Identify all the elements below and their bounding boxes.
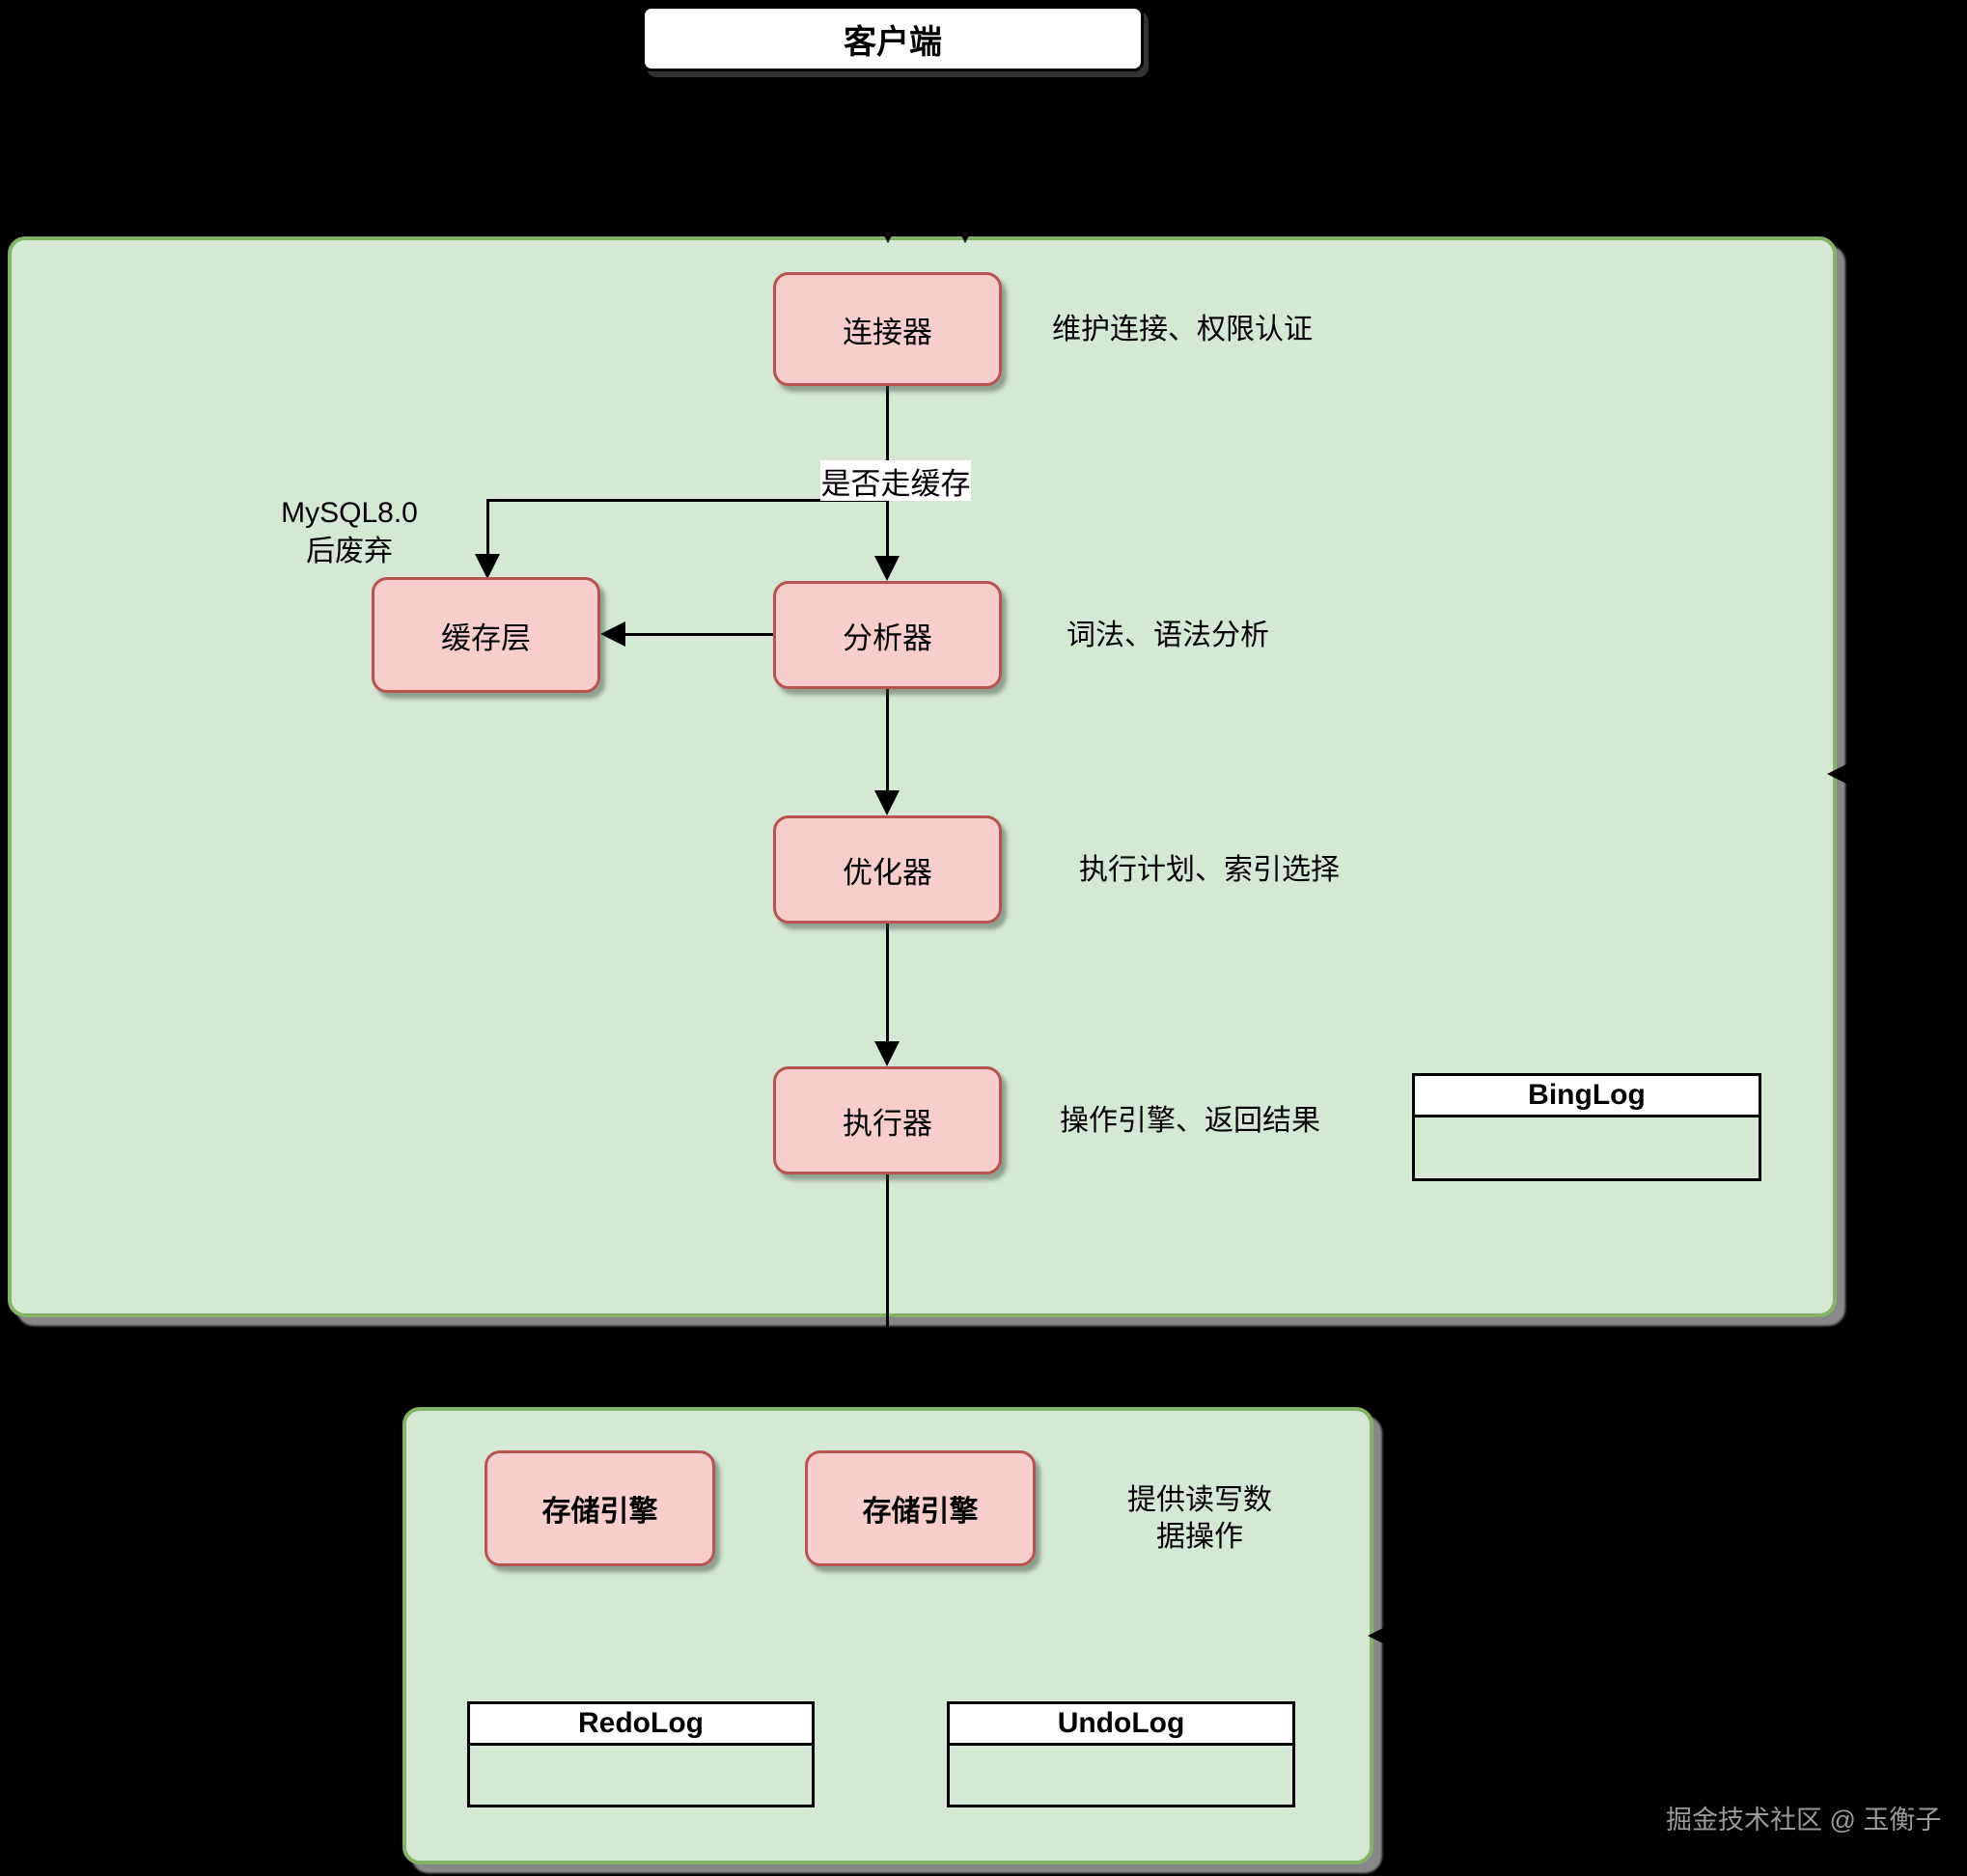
storage-note-line2: 据操作 [1156,1521,1243,1553]
cache-deprecated-line1: MySQL8.0 [281,497,418,529]
cache-deprecated-note: MySQL8.0 后废弃 [253,494,446,571]
analyzer-note: 词法、语法分析 [1067,620,1269,651]
storage-engine-right-node: 存储引擎 [805,1450,1036,1566]
branch-arrowhead [475,554,500,579]
undolog-header: UndoLog [950,1704,1292,1746]
optimizer-note: 执行计划、索引选择 [1079,854,1340,886]
analyzer-node: 分析器 [773,581,1002,689]
branch-label-text: 是否走缓存 [820,466,971,501]
optimizer-label: 优化器 [843,855,932,890]
executor-storage-arrowhead [874,1382,900,1407]
branch-vline [486,499,489,557]
undolog-body [950,1746,1292,1805]
binglog-body [1415,1117,1759,1178]
undolog-table: UndoLog [947,1701,1295,1807]
storage-engine-left-node: 存储引擎 [485,1450,715,1566]
cache-label: 缓存层 [441,621,531,655]
cache-deprecated-line2: 后废弃 [306,536,393,567]
undolog-title: UndoLog [1057,1707,1185,1739]
redolog-body [470,1746,812,1805]
client-server-line-1 [888,71,891,218]
connector-analyzer-arrowhead [874,556,900,581]
analyzer-optimizer-arrowhead [874,790,900,815]
connector-label: 连接器 [843,315,932,349]
client-server-line-2 [965,71,968,218]
optimizer-node: 优化器 [773,815,1002,924]
executor-storage-line [886,1174,889,1382]
client-server-arrowhead-2 [953,218,978,243]
client-label: 客户端 [844,23,942,61]
connector-node: 连接器 [773,272,1002,386]
executor-node: 执行器 [773,1066,1002,1174]
cache-node: 缓存层 [372,577,600,693]
storage-engine-left-label: 存储引擎 [541,1496,658,1528]
branch-label: 是否走缓存 [820,460,971,501]
redolog-title: RedoLog [578,1707,704,1739]
storage-engine-right-label: 存储引擎 [862,1496,979,1528]
storage-note-line1: 提供读写数 [1127,1484,1272,1516]
storage-right-edge-arrowhead [1368,1623,1393,1648]
binglog-header: BingLog [1415,1076,1759,1117]
analyzer-label: 分析器 [843,621,932,655]
binglog-table: BingLog [1412,1073,1761,1181]
executor-label: 执行器 [843,1106,932,1141]
binglog-title: BingLog [1528,1079,1646,1111]
optimizer-executor-line [886,924,889,1041]
connector-note: 维护连接、权限认证 [1052,314,1313,345]
branch-hline [486,499,889,502]
executor-note: 操作引擎、返回结果 [1060,1105,1320,1137]
client-server-arrowhead-1 [875,218,900,243]
client-node: 客户端 [642,6,1144,71]
analyzer-cache-arrowhead [600,621,625,647]
redolog-table: RedoLog [467,1701,815,1807]
server-right-edge-arrowhead [1827,761,1852,786]
redolog-header: RedoLog [470,1704,812,1746]
analyzer-cache-line [623,633,773,636]
analyzer-optimizer-line [886,689,889,790]
optimizer-executor-arrowhead [874,1041,900,1066]
watermark-text: 掘金技术社区 @ 玉衡子 [1666,1806,1942,1835]
storage-note: 提供读写数 据操作 [1094,1482,1306,1556]
